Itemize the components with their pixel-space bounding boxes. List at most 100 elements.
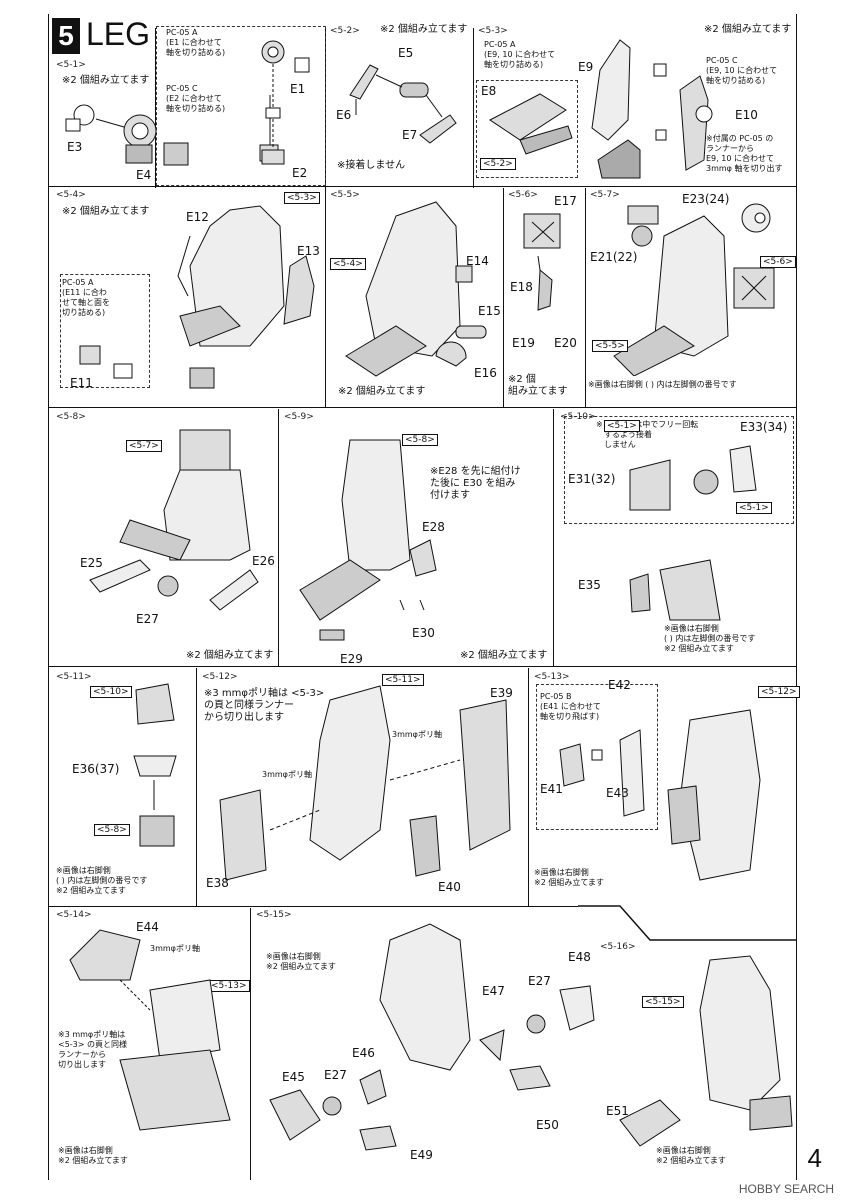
row-divider-2 (48, 407, 796, 408)
parts-drawing-5-12 (219, 685, 511, 881)
sub-note: ※付属の PC-05 の ランナーから E9, 10 に合わせて 3mmφ 軸を… (706, 134, 783, 173)
parts-drawing-5-5 (345, 201, 487, 377)
sub-note: 3mmφポリ軸 (392, 730, 442, 739)
part-label: E1 (290, 82, 306, 96)
part-label: E30 (412, 626, 435, 640)
part-label: E9 (578, 60, 594, 74)
step-ref: <5-15> (642, 996, 684, 1008)
section-note: ※2 個組み立てます (186, 650, 274, 661)
sub-note: PC-05 C (E2 に合わせて 軸を切り詰める) (166, 84, 226, 113)
part-label: E27 (528, 974, 551, 988)
col-divider (278, 409, 279, 667)
col-divider (528, 668, 529, 906)
part-label: E5 (398, 46, 414, 60)
border-left (48, 14, 49, 1180)
sub-note: ※接着しません (337, 160, 406, 171)
part-label: E3 (67, 140, 83, 154)
step-ref: <5-1> (736, 502, 772, 514)
section-note: ※2 個組み立てます (338, 386, 426, 397)
detail-box (60, 274, 150, 388)
parts-drawing-5-4 (79, 205, 315, 389)
parts-drawing-5-11 (133, 683, 177, 847)
section-note: ※2 個組み立てます (62, 206, 150, 217)
part-label: E10 (735, 108, 758, 122)
step-ref: <5-7> (126, 440, 162, 452)
section-note: ※画像は右脚側 ※2 個組み立てます (656, 1146, 726, 1165)
part-label: E38 (206, 876, 229, 890)
section-note: ※3 mmφポリ軸は <5-3> の頁と同様ランナー から切り出します (204, 688, 325, 723)
part-label: E12 (186, 210, 209, 224)
diagonal-divider (578, 905, 796, 941)
step-ref: <5-3> (284, 192, 320, 204)
section-note: ※2 個組み立てます (62, 75, 150, 86)
parts-drawing-5-6 (523, 213, 561, 311)
section-label: <5-6> (508, 190, 538, 200)
part-label: E26 (252, 554, 275, 568)
row-divider-3 (48, 666, 796, 667)
parts-drawing-5-9 (299, 439, 437, 641)
detail-box (156, 26, 326, 186)
part-label: E48 (568, 950, 591, 964)
section-label: <5-14> (56, 910, 92, 920)
part-label: E25 (80, 556, 103, 570)
part-label: E43 (606, 786, 629, 800)
parts-drawing-pc05 (261, 40, 310, 165)
parts-drawing-5-8 (89, 429, 259, 611)
watermark: HOBBY SEARCH (738, 1182, 834, 1196)
part-label: E35 (578, 578, 601, 592)
part-label: E16 (474, 366, 497, 380)
section-note: ※2 個 組み立てます (508, 374, 568, 397)
col-divider (250, 908, 251, 1180)
part-label: E18 (510, 280, 533, 294)
section-label: <5-4> (56, 190, 86, 200)
parts-drawing-5-16 (619, 955, 793, 1147)
part-label: E7 (402, 128, 418, 142)
part-label: E31(32) (568, 472, 616, 486)
step-ref: <5-13> (208, 980, 250, 992)
part-label: E36(37) (72, 762, 120, 776)
section-note: ※画像は右脚側 ( ) 内は左脚側の番号です ※2 個組み立てます (664, 624, 756, 653)
parts-drawing-5-3 (489, 39, 713, 179)
section-note: ※2 個組み立てます (380, 24, 468, 35)
section-note: ※2 個組み立てます (704, 24, 792, 35)
part-label: E44 (136, 920, 159, 934)
page-title: LEG (86, 16, 151, 52)
step-ref: <5-6> (760, 256, 796, 268)
parts-drawing-5-13 (559, 709, 761, 881)
part-label: E42 (608, 678, 631, 692)
section-note: ※画像は右脚側 ( ) 内は左脚側の番号です (588, 380, 737, 389)
sub-note: PC-05 C (E9, 10 に合わせて 軸を切り詰める) (706, 56, 778, 85)
parts-drawing-5-14 (69, 929, 231, 1131)
part-label: E50 (536, 1118, 559, 1132)
sub-note: PC-05 A (E1 に合わせて 軸を切り詰める) (166, 28, 226, 57)
section-label: <5-8> (56, 412, 86, 422)
sub-note: 3mmφポリ軸 (262, 770, 312, 779)
part-label: E17 (554, 194, 577, 208)
sub-note: PC-05 A (E9, 10 に合わせて 軸を切り詰める) (484, 40, 556, 69)
step-ref: <5-5> (592, 340, 628, 352)
section-label: <5-3> (478, 26, 508, 36)
section-note: ※画像は右脚側 ※2 個組み立てます (534, 868, 604, 887)
step-ref: <5-4> (330, 258, 366, 270)
section-label: <5-11> (56, 672, 92, 682)
section-label: <5-13> (534, 672, 570, 682)
part-label: E40 (438, 880, 461, 894)
section-label: <5-5> (330, 190, 360, 200)
section-label: <5-10> (560, 412, 596, 422)
col-divider (585, 188, 586, 408)
step-number: 5 (52, 18, 80, 54)
step-ref: <5-11> (382, 674, 424, 686)
page-number: 4 (807, 1143, 822, 1173)
part-label: E47 (482, 984, 505, 998)
parts-drawing-5-10 (629, 445, 757, 621)
section-label: <5-7> (590, 190, 620, 200)
part-label: E13 (297, 244, 320, 258)
part-label: E29 (340, 652, 363, 666)
section-note: ※画像は右脚側 ( ) 内は左脚側の番号です ※2 個組み立てます (56, 866, 148, 895)
sub-note: 3mmφポリ軸 (150, 944, 200, 953)
part-label: E39 (490, 686, 513, 700)
section-label: <5-9> (284, 412, 314, 422)
part-label: E46 (352, 1046, 375, 1060)
part-label: E19 (512, 336, 535, 350)
parts-drawing-5-7 (613, 203, 775, 376)
